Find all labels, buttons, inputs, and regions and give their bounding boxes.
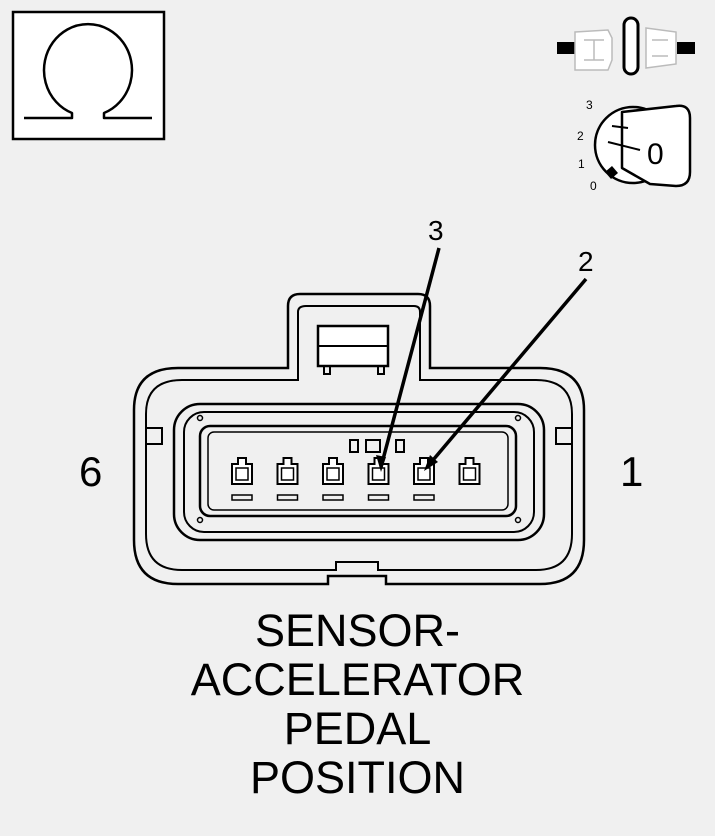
cavity-1 [458,457,481,485]
callout-label-2: 2 [578,246,594,277]
callout-leaders [376,247,588,472]
callout-label-3: 3 [428,215,444,246]
cavity-label-6: 6 [79,448,102,495]
cavity-6-marker [231,494,253,501]
cavity-3 [367,457,390,501]
ignition-key-icon: 3 2 1 0 0 [577,98,692,193]
cavity-4 [322,457,344,501]
ignition-key-position: 0 [647,138,664,171]
connector-face [132,292,586,586]
caption-line-2: ACCELERATOR [190,654,525,705]
ignition-pos-1: 1 [578,157,585,171]
cavity-4-marker [322,494,344,501]
cavity-2-marker [413,494,435,501]
caption-line-1: SENSOR- [254,605,461,656]
cavity-5 [276,457,299,501]
cavity-5-marker [276,494,299,501]
caption-line-3: PEDAL [283,703,432,754]
caption-line-4: POSITION [249,752,466,803]
ignition-pos-2: 2 [577,129,584,143]
ohm-meter-icon [11,10,166,141]
cavity-3-marker [367,494,390,501]
cavity-6 [231,457,253,501]
disconnected-connector-icon [557,16,695,76]
connector-caption: SENSOR- ACCELERATOR PEDAL POSITION [0,606,715,802]
ignition-pos-3: 3 [586,98,593,112]
connector-cavities [231,457,481,501]
ignition-pos-0: 0 [590,179,597,193]
cavity-label-1: 1 [620,448,643,495]
